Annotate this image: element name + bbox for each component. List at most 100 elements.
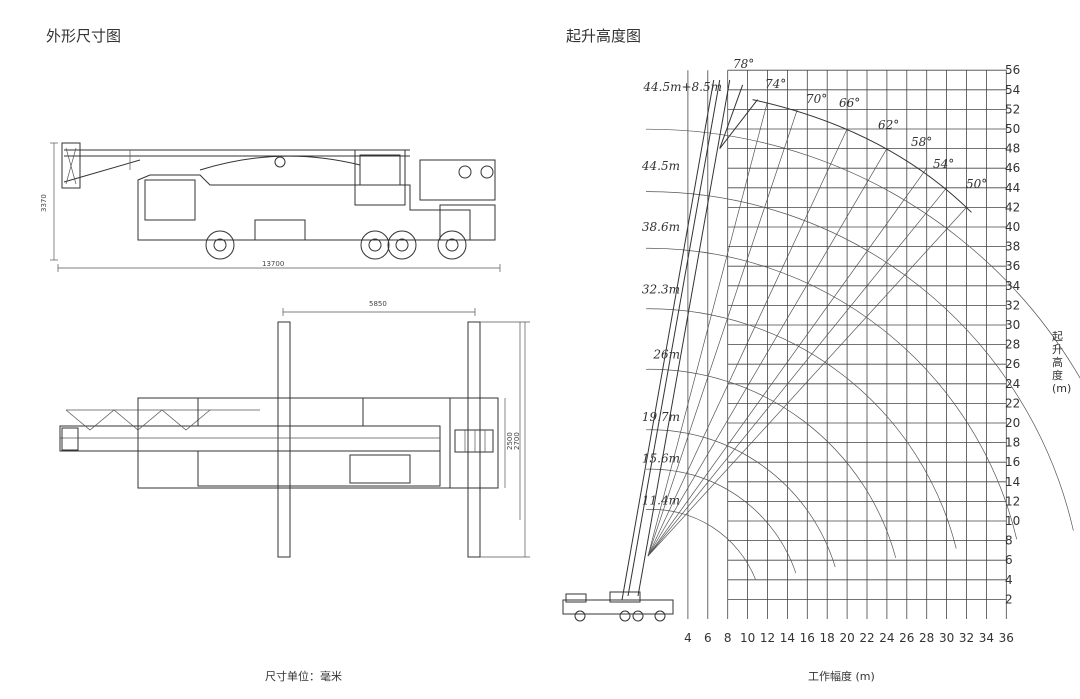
crane-dimension-drawing: 3370 13700 xyxy=(40,142,530,558)
y-tick-label: 14 xyxy=(1005,475,1020,489)
y-tick-label: 12 xyxy=(1005,494,1020,508)
length-dimension: 13700 xyxy=(262,260,284,268)
y-tick-label: 2 xyxy=(1005,592,1013,606)
y-axis-title: 起升高度(m) xyxy=(1052,330,1071,395)
load-arc xyxy=(645,128,1080,379)
jib-angle-label: 74° xyxy=(765,77,786,91)
x-tick-label: 12 xyxy=(760,631,775,645)
y-tick-label: 26 xyxy=(1005,357,1020,371)
jib-envelope xyxy=(752,99,972,213)
boom-line xyxy=(621,79,715,601)
y-tick-label: 56 xyxy=(1005,63,1020,77)
y-tick-label: 36 xyxy=(1005,259,1020,273)
boom-length-label: 44.5m+8.5m xyxy=(642,80,722,94)
y-tick-label: 20 xyxy=(1005,416,1020,430)
load-arcs xyxy=(645,99,1080,580)
boom-line xyxy=(637,79,731,597)
y-tick-label: 16 xyxy=(1005,455,1020,469)
height-dimension: 3370 xyxy=(40,194,48,212)
boom-length-label: 11.4m xyxy=(642,493,680,507)
y-tick-label: 28 xyxy=(1005,338,1020,352)
jib-angle-labels: 78°74°70°66°62°58°54°50° xyxy=(733,57,987,191)
load-arc xyxy=(645,509,756,580)
boom-length-labels: 44.5m+8.5m 44.5m 38.6m 32.3m 26m 19.7m 15.6m 11… xyxy=(641,80,722,508)
load-arc xyxy=(645,247,1018,540)
y-axis-ticks: 2468101214161820222426283032343638404244… xyxy=(1005,63,1020,606)
y-tick-label: 18 xyxy=(1005,436,1020,450)
y-tick-label: 10 xyxy=(1005,514,1020,528)
width-dimension-b: 2700 xyxy=(513,432,521,450)
y-tick-label: 50 xyxy=(1005,122,1020,136)
x-tick-label: 10 xyxy=(740,631,755,645)
jib-angle-label: 54° xyxy=(933,157,954,171)
y-tick-label: 34 xyxy=(1005,279,1020,293)
x-tick-label: 4 xyxy=(684,631,692,645)
right-panel-title: 起升高度图 xyxy=(566,27,642,45)
outrigger-span-dimension: 5850 xyxy=(369,300,387,308)
jib-line xyxy=(719,99,758,149)
y-axis-title-text: 起升高度(m) xyxy=(1052,330,1072,395)
x-tick-label: 32 xyxy=(959,631,974,645)
jib-line xyxy=(719,84,744,149)
x-tick-label: 8 xyxy=(724,631,732,645)
boom-length-label: 38.6m xyxy=(642,220,680,234)
y-tick-label: 46 xyxy=(1005,161,1020,175)
load-arc xyxy=(645,308,957,549)
jib-angle-label: 66° xyxy=(839,96,860,110)
jib-angle-label: 62° xyxy=(878,118,899,132)
crane-top-view: 5850 2500 2700 xyxy=(59,300,530,558)
y-tick-label: 52 xyxy=(1005,102,1020,116)
boom-length-label: 15.6m xyxy=(642,451,680,465)
jib-radial-line xyxy=(647,207,967,557)
y-tick-label: 24 xyxy=(1005,377,1020,391)
jib-angle-label: 70° xyxy=(806,92,827,106)
load-arc xyxy=(645,468,797,574)
y-tick-label: 22 xyxy=(1005,396,1020,410)
x-tick-label: 14 xyxy=(780,631,795,645)
crane-base-icon xyxy=(562,591,674,622)
boom-length-label: 26m xyxy=(652,347,680,361)
boom-length-label: 44.5m xyxy=(641,159,680,173)
boom-lines xyxy=(621,79,758,601)
x-tick-label: 22 xyxy=(859,631,874,645)
x-axis-title: 工作幅度 (m) xyxy=(808,670,875,683)
x-tick-label: 6 xyxy=(704,631,712,645)
x-tick-label: 34 xyxy=(979,631,994,645)
x-tick-label: 30 xyxy=(939,631,954,645)
x-tick-label: 16 xyxy=(800,631,815,645)
x-tick-label: 24 xyxy=(879,631,894,645)
unit-note: 尺寸单位：毫米 xyxy=(265,670,342,683)
y-tick-label: 6 xyxy=(1005,553,1013,567)
y-tick-label: 4 xyxy=(1005,573,1013,587)
jib-angle-label: 50° xyxy=(966,177,987,191)
jib-radial-line xyxy=(647,187,947,557)
y-tick-label: 54 xyxy=(1005,83,1020,97)
load-arc xyxy=(645,191,1074,531)
x-tick-label: 18 xyxy=(820,631,835,645)
load-arc xyxy=(645,368,897,558)
y-tick-label: 40 xyxy=(1005,220,1020,234)
crane-side-view: 3370 13700 xyxy=(40,142,501,272)
boom-line xyxy=(627,79,721,597)
y-tick-label: 38 xyxy=(1005,240,1020,254)
y-tick-label: 44 xyxy=(1005,181,1020,195)
jib-radial-line xyxy=(647,101,768,557)
x-tick-label: 20 xyxy=(839,631,854,645)
x-tick-label: 26 xyxy=(899,631,914,645)
chart-grid xyxy=(687,69,1007,619)
y-tick-label: 8 xyxy=(1005,534,1013,548)
y-tick-label: 30 xyxy=(1005,318,1020,332)
load-arc xyxy=(645,429,836,568)
boom-length-label: 19.7m xyxy=(642,410,680,424)
left-panel-title: 外形尺寸图 xyxy=(46,27,122,45)
y-tick-label: 48 xyxy=(1005,142,1020,156)
jib-radial-line xyxy=(647,167,927,557)
jib-angle-label: 58° xyxy=(911,135,932,149)
jib-radial-line xyxy=(647,128,848,557)
x-tick-label: 36 xyxy=(999,631,1014,645)
boom-length-label: 32.3m xyxy=(642,283,680,297)
width-dimension-a: 2500 xyxy=(506,432,514,450)
jib-radial-line xyxy=(647,148,888,557)
